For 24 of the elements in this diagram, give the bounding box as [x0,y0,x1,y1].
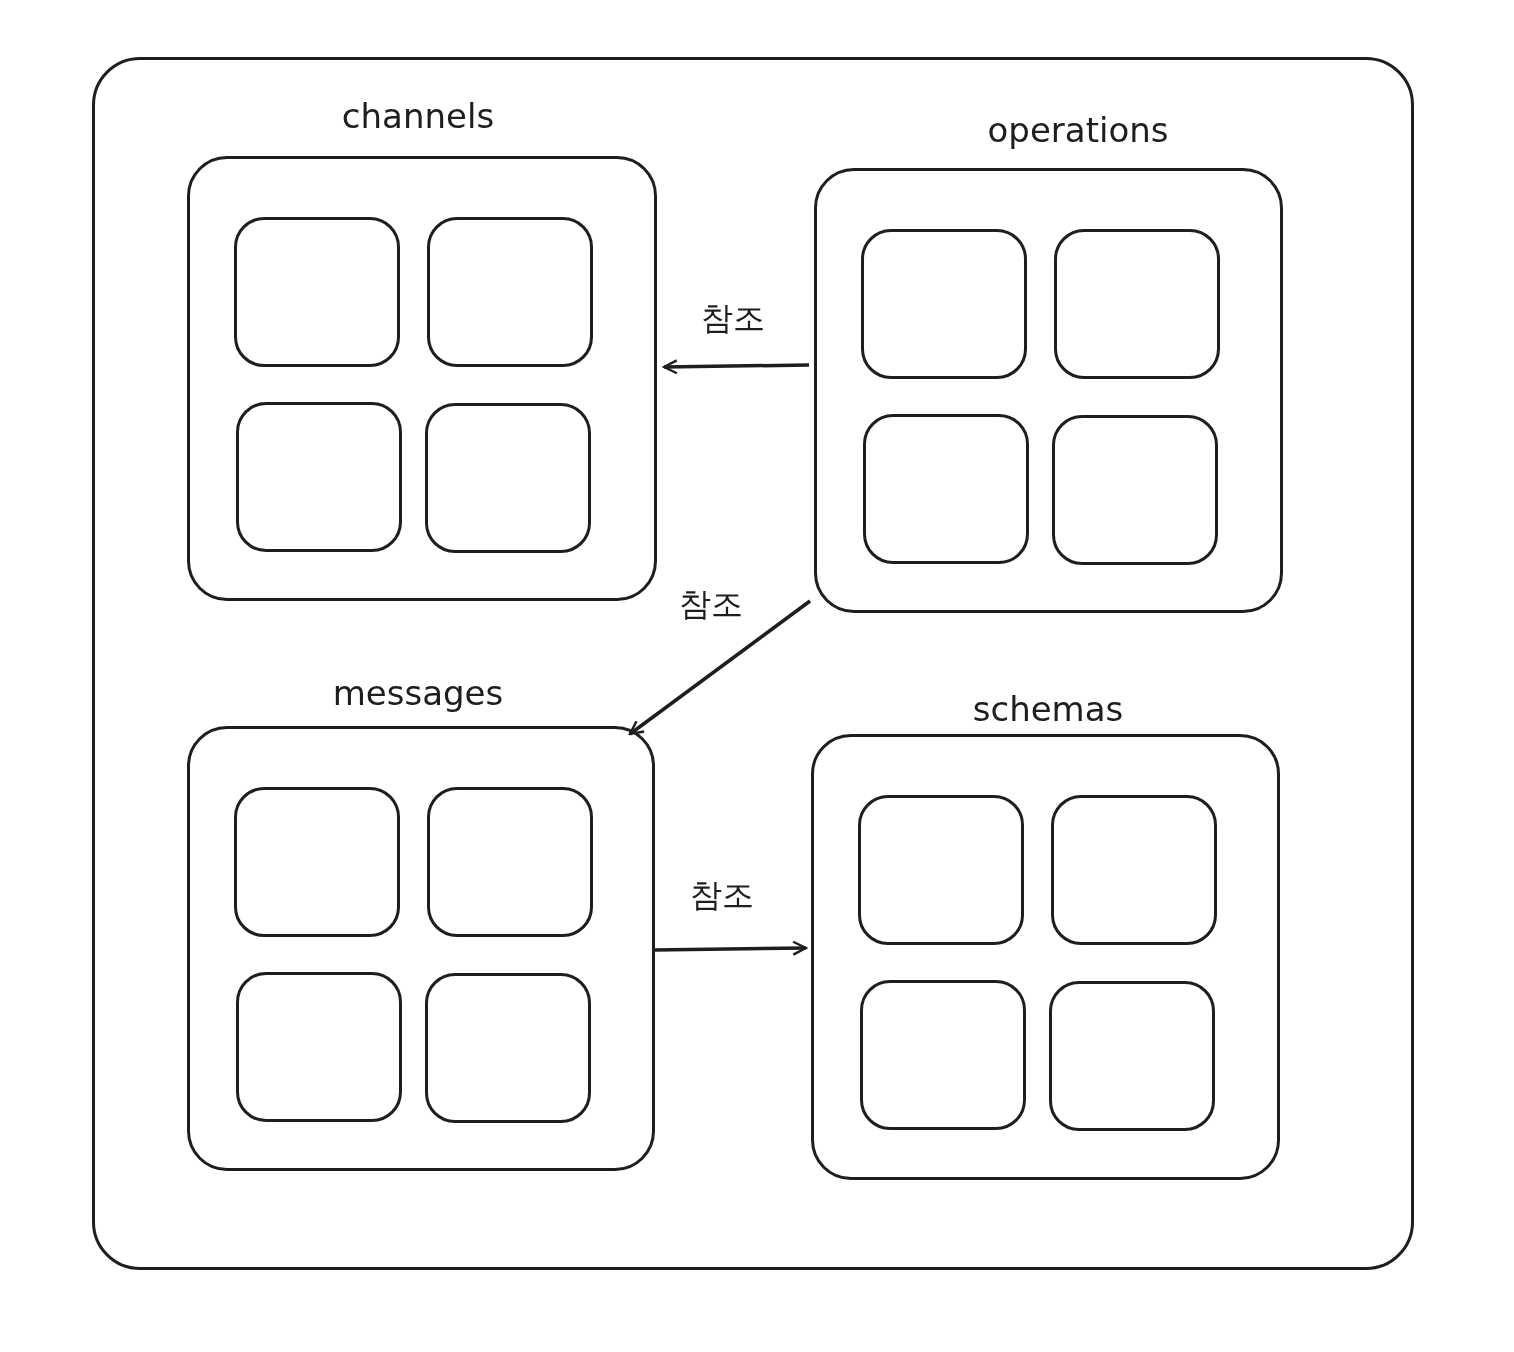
group-heading: schemas [971,688,1125,731]
inner-box [861,229,1027,379]
group-heading: operations [986,109,1170,152]
inner-box [1054,229,1220,379]
container-box [92,57,1414,1270]
inner-box [234,217,400,367]
inner-box [236,972,402,1122]
inner-box [234,787,400,937]
inner-box [427,787,593,937]
inner-box [863,414,1029,564]
inner-box [427,217,593,367]
inner-box [425,973,591,1123]
arrow [628,599,812,736]
arrow [653,940,808,956]
group-heading: channels [340,95,496,138]
inner-box [425,403,591,553]
inner-box [236,402,402,552]
inner-box [860,980,1026,1130]
inner-box [1052,415,1218,565]
inner-box [1051,795,1217,945]
group-heading: messages [331,672,505,715]
inner-box [858,795,1024,945]
arrow [662,359,810,375]
inner-box [1049,981,1215,1131]
